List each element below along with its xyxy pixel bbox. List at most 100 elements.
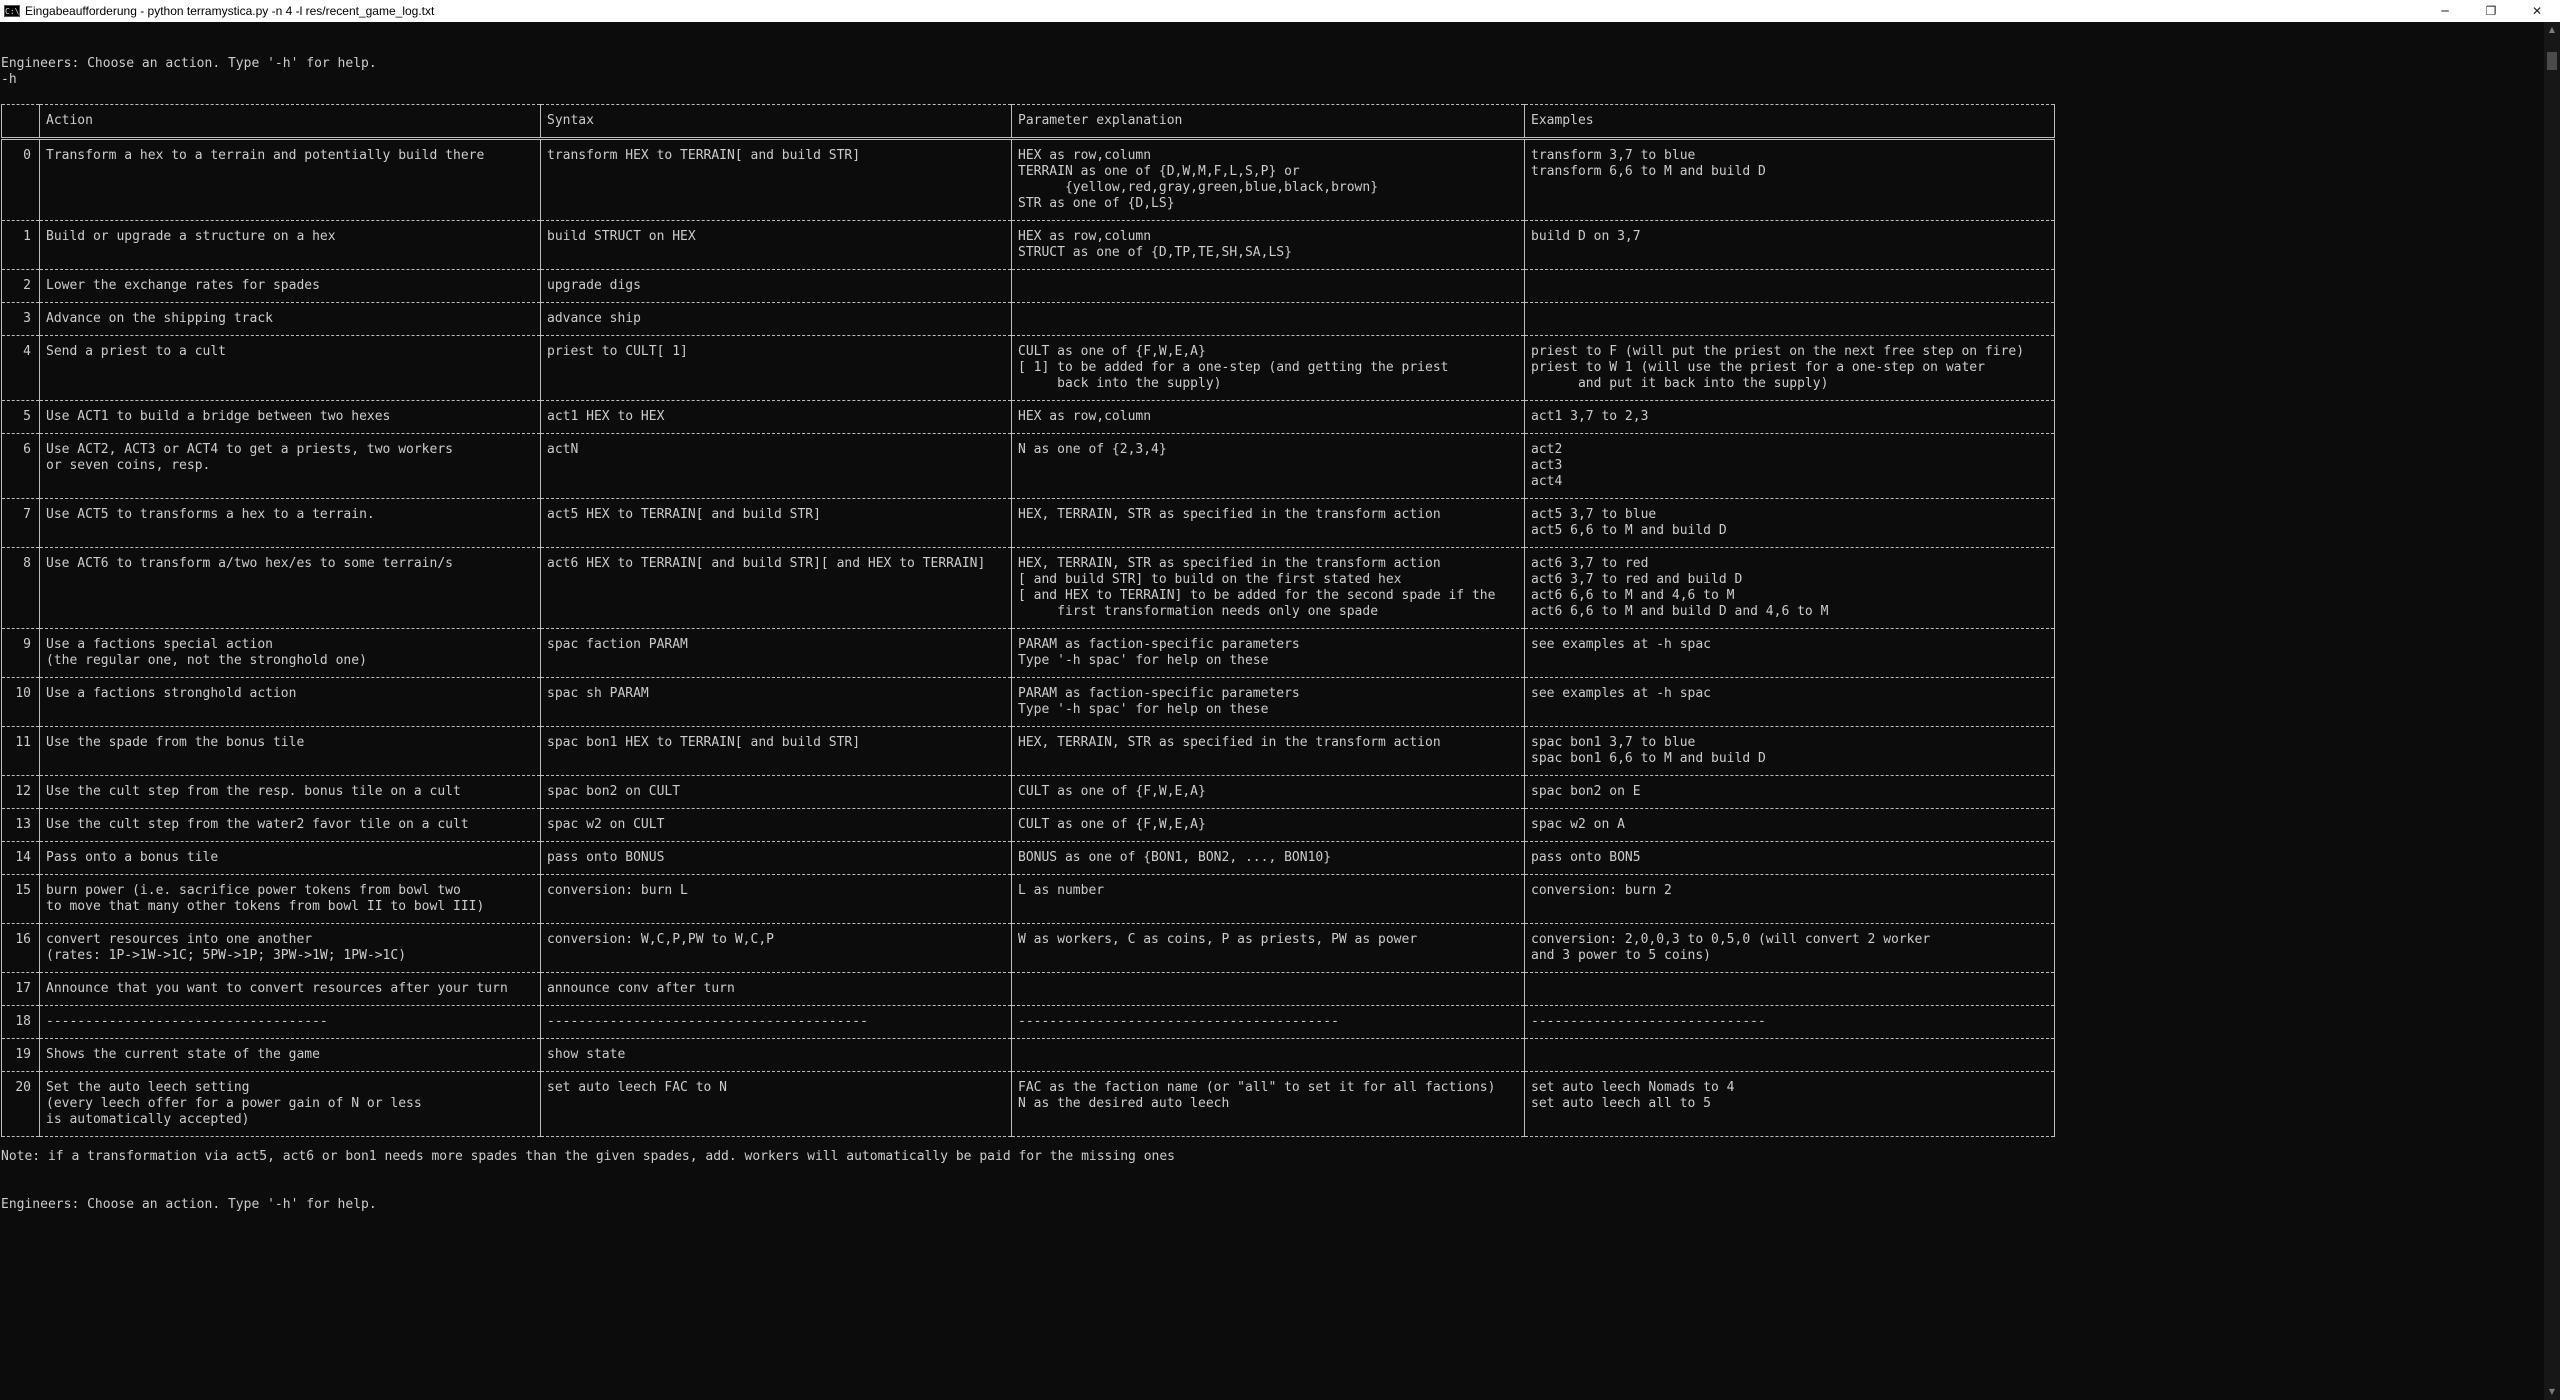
scroll-thumb[interactable] <box>2547 52 2557 70</box>
syntax-cell: spac w2 on CULT <box>540 808 1012 842</box>
action-cell: Use ACT6 to transform a/two hex/es to so… <box>39 547 541 629</box>
parameter-cell: HEX as row,column TERRAIN as one of {D,W… <box>1011 138 1525 221</box>
action-cell: Advance on the shipping track <box>39 302 541 336</box>
examples-cell: priest to F (will put the priest on the … <box>1524 335 2055 401</box>
parameter-cell <box>1011 1038 1525 1072</box>
action-cell: Use ACT2, ACT3 or ACT4 to get a priests,… <box>39 433 541 499</box>
examples-cell: act2 act3 act4 <box>1524 433 2055 499</box>
row-number: 4 <box>1 335 40 401</box>
minimize-button[interactable]: ─ <box>2422 0 2468 22</box>
help-table: Action Syntax Parameter explanation Exam… <box>1 104 2055 1137</box>
syntax-cell: show state <box>540 1038 1012 1072</box>
syntax-cell: build STRUCT on HEX <box>540 220 1012 270</box>
action-cell: Transform a hex to a terrain and potenti… <box>39 138 541 221</box>
examples-cell: pass onto BON5 <box>1524 841 2055 875</box>
window-title: Eingabeaufforderung - python terramystic… <box>25 4 435 18</box>
examples-cell: see examples at -h spac <box>1524 677 2055 727</box>
window-controls: ─ ❐ ✕ <box>2422 0 2560 22</box>
examples-cell: build D on 3,7 <box>1524 220 2055 270</box>
parameter-cell: PARAM as faction-specific parameters Typ… <box>1011 677 1525 727</box>
parameter-cell: ----------------------------------------… <box>1011 1005 1525 1039</box>
row-number: 5 <box>1 400 40 434</box>
row-number: 12 <box>1 775 40 809</box>
examples-cell <box>1524 972 2055 1006</box>
examples-cell: act5 3,7 to blue act5 6,6 to M and build… <box>1524 498 2055 548</box>
row-number: 11 <box>1 726 40 776</box>
row-number: 15 <box>1 874 40 924</box>
action-cell: Build or upgrade a structure on a hex <box>39 220 541 270</box>
scroll-up-icon[interactable]: ▲ <box>2548 25 2556 34</box>
row-number: 6 <box>1 433 40 499</box>
row-number: 9 <box>1 628 40 678</box>
column-header-number <box>1 104 40 140</box>
syntax-cell: act6 HEX to TERRAIN[ and build STR][ and… <box>540 547 1012 629</box>
close-button[interactable]: ✕ <box>2514 0 2560 22</box>
parameter-cell: HEX, TERRAIN, STR as specified in the tr… <box>1011 498 1525 548</box>
examples-cell: conversion: burn 2 <box>1524 874 2055 924</box>
parameter-cell <box>1011 302 1525 336</box>
action-cell: Use the cult step from the water2 favor … <box>39 808 541 842</box>
row-number: 17 <box>1 972 40 1006</box>
scroll-down-icon[interactable]: ▼ <box>2548 1387 2556 1396</box>
vertical-scrollbar[interactable]: ▲ ▼ <box>2544 22 2560 1400</box>
restore-icon: ❐ <box>2485 4 2497 18</box>
maximize-button[interactable]: ❐ <box>2468 0 2514 22</box>
action-cell: Announce that you want to convert resour… <box>39 972 541 1006</box>
row-number: 16 <box>1 923 40 973</box>
parameter-cell: HEX as row,column <box>1011 400 1525 434</box>
syntax-cell: transform HEX to TERRAIN[ and build STR] <box>540 138 1012 221</box>
row-number: 3 <box>1 302 40 336</box>
syntax-cell: ----------------------------------------… <box>540 1005 1012 1039</box>
action-cell: convert resources into one another (rate… <box>39 923 541 973</box>
row-number: 13 <box>1 808 40 842</box>
note-line: Note: if a transformation via act5, act6… <box>1 1149 1175 1164</box>
action-cell: Use a factions stronghold action <box>39 677 541 727</box>
parameter-cell: CULT as one of {F,W,E,A} [ 1] to be adde… <box>1011 335 1525 401</box>
column-header-syntax: Syntax <box>540 104 1012 140</box>
parameter-cell: N as one of {2,3,4} <box>1011 433 1525 499</box>
action-cell: Use the cult step from the resp. bonus t… <box>39 775 541 809</box>
parameter-cell: BONUS as one of {BON1, BON2, ..., BON10} <box>1011 841 1525 875</box>
action-cell: Use the spade from the bonus tile <box>39 726 541 776</box>
prompt-line: Engineers: Choose an action. Type '-h' f… <box>1 56 377 71</box>
row-number: 20 <box>1 1071 40 1137</box>
syntax-cell: upgrade digs <box>540 269 1012 303</box>
syntax-cell: spac faction PARAM <box>540 628 1012 678</box>
action-cell: Pass onto a bonus tile <box>39 841 541 875</box>
blank-line <box>1 1165 2544 1181</box>
examples-cell <box>1524 1038 2055 1072</box>
syntax-cell: spac sh PARAM <box>540 677 1012 727</box>
terminal-output[interactable]: Engineers: Choose an action. Type '-h' f… <box>0 22 2544 1400</box>
title-bar[interactable]: C:\ Eingabeaufforderung - python terramy… <box>0 0 2560 22</box>
table-row: 18--------------------------------------… <box>1 1005 2055 1039</box>
parameter-cell: CULT as one of {F,W,E,A} <box>1011 808 1525 842</box>
row-number: 1 <box>1 220 40 270</box>
cmd-icon[interactable]: C:\ <box>4 5 20 17</box>
action-cell: Send a priest to a cult <box>39 335 541 401</box>
user-input-line: -h <box>1 72 17 87</box>
parameter-cell <box>1011 269 1525 303</box>
parameter-cell: FAC as the faction name (or "all" to set… <box>1011 1071 1525 1137</box>
row-number: 19 <box>1 1038 40 1072</box>
examples-cell: set auto leech Nomads to 4 set auto leec… <box>1524 1071 2055 1137</box>
action-cell: Use a factions special action (the regul… <box>39 628 541 678</box>
examples-cell: spac bon1 3,7 to blue spac bon1 6,6 to M… <box>1524 726 2055 776</box>
parameter-cell: HEX as row,column STRUCT as one of {D,TP… <box>1011 220 1525 270</box>
action-cell: Set the auto leech setting (every leech … <box>39 1071 541 1137</box>
